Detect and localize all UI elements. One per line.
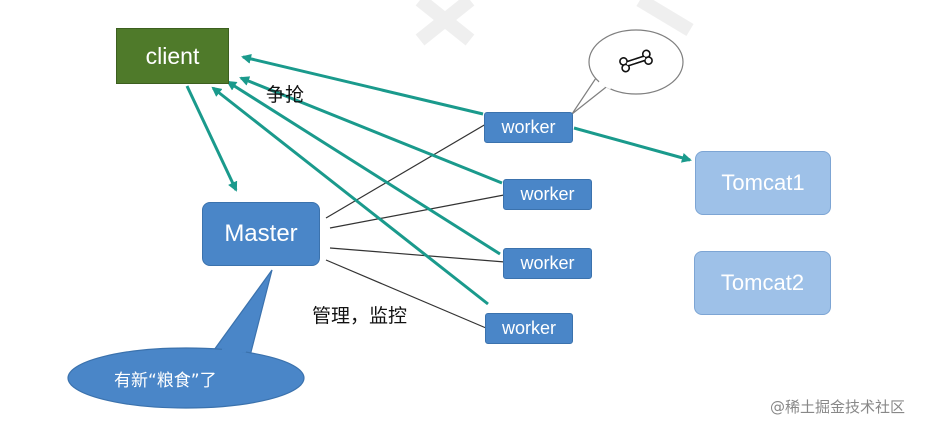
tomcat-label: Tomcat1 [721, 170, 805, 195]
manage-line-worker-4 [325, 259, 487, 329]
worker-node: worker [485, 313, 573, 344]
manage-line-worker-3 [329, 247, 506, 263]
worker-label: worker [501, 117, 556, 137]
tomcat-label: Tomcat2 [720, 270, 805, 295]
master-label: Master [224, 220, 298, 247]
background-watermark-marks [415, 0, 694, 46]
arrow-worker-4-to-client [211, 86, 489, 306]
manage-line-worker-1 [325, 123, 487, 219]
master-node: Master [202, 202, 320, 266]
arrow-worker-2-to-client [239, 76, 503, 185]
master-speech-text: 有新“粮食”了 [114, 371, 217, 391]
compete-label: 争抢 [266, 84, 305, 106]
watermark-text: @稀土掘金技术社区 [770, 398, 906, 416]
manage-label: 管理，监控 [312, 305, 408, 327]
worker-label: worker [501, 318, 556, 338]
arrow-worker-3-to-client [226, 80, 501, 256]
worker-label: worker [520, 184, 575, 204]
tomcat-node: Tomcat2 [694, 251, 831, 315]
worker-node: worker [503, 179, 592, 210]
worker-node: worker [484, 112, 573, 143]
arrow-worker-1-to-client [241, 53, 484, 116]
client-node: client [116, 28, 229, 84]
manage-line-worker-2 [329, 194, 505, 229]
client-label: client [145, 42, 200, 69]
arrow-client-to-master [185, 85, 238, 192]
worker-label: worker [520, 253, 575, 273]
tomcat-node: Tomcat1 [695, 151, 831, 215]
bone-icon [619, 49, 653, 73]
worker-node: worker [503, 248, 592, 279]
master-speech-bubble [67, 269, 305, 409]
arrow-worker-1-to-tomcat-1 [573, 126, 692, 163]
